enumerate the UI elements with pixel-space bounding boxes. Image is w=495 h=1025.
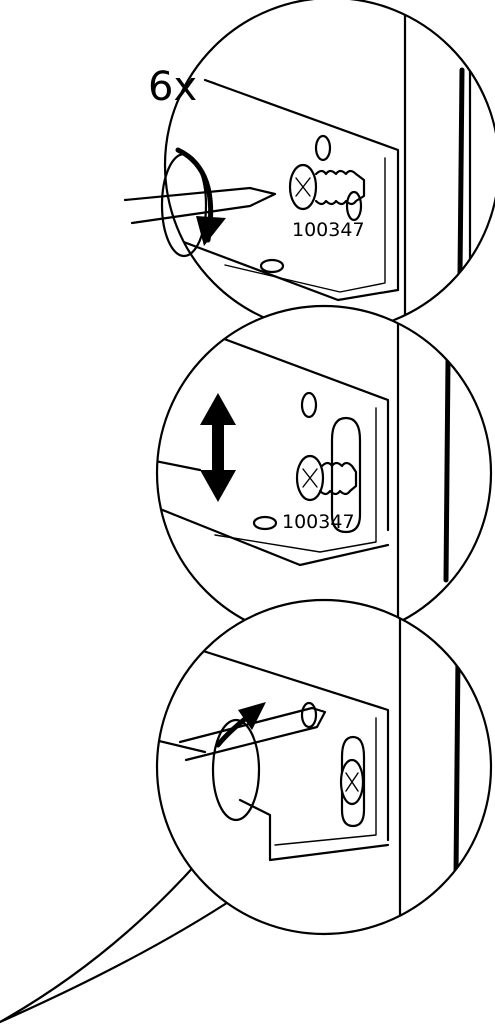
- detail-circle-tighten: [0, 600, 491, 1022]
- screw-icon: [341, 760, 363, 804]
- part-number-label-mid: 100347: [282, 511, 355, 533]
- detail-circle-screw-in: 6x 100347: [125, 0, 495, 332]
- part-number-label: 100347: [292, 219, 365, 241]
- detail-circle-adjust-height: 100347: [150, 300, 491, 640]
- quantity-label: 6x: [148, 64, 197, 110]
